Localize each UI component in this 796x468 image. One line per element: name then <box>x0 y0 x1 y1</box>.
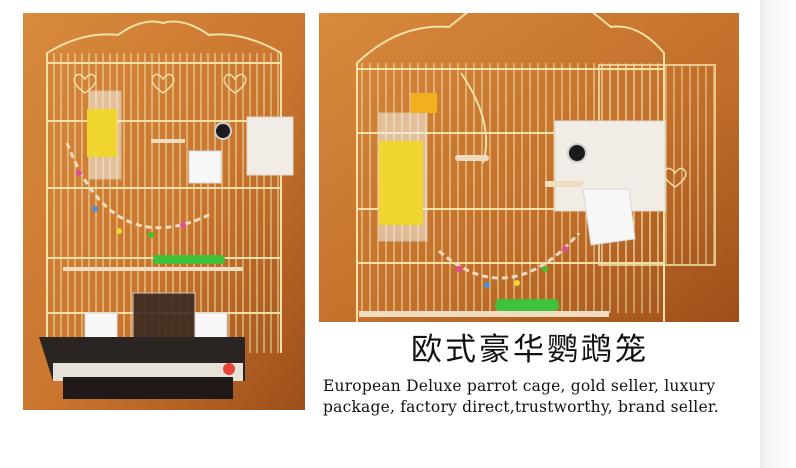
description-line: European Deluxe parrot cage, gold seller… <box>323 377 716 395</box>
cage-side-photo <box>319 13 739 322</box>
product-description: European Deluxe parrot cage, gold seller… <box>323 376 753 418</box>
description-line: package, factory direct,trustworthy, bra… <box>323 398 719 416</box>
cage-front-photo <box>23 13 305 410</box>
page-edge-shadow <box>760 0 796 468</box>
cage-side-illustration <box>356 13 716 322</box>
product-title: 欧式豪华鹦鹉笼 <box>411 332 649 368</box>
cage-front-illustration <box>39 20 294 399</box>
